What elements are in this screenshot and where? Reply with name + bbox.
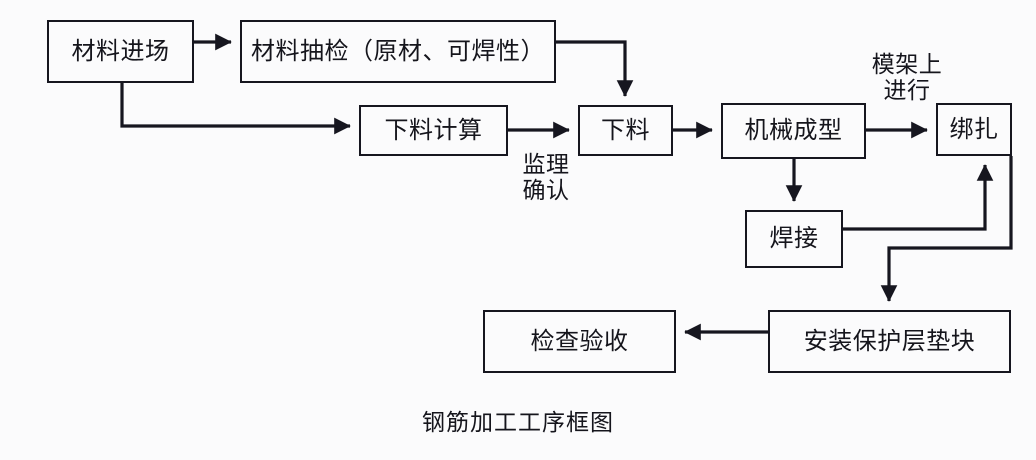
node-material-arrival[interactable]: 材料进场 [47, 20, 194, 83]
edge-welding-to-binding [843, 164, 994, 231]
edge-sampling-to-cutting [556, 40, 634, 97]
edge-arrival-to-cutcalc [120, 83, 351, 135]
node-label: 绑扎 [949, 115, 999, 143]
node-label: 焊接 [769, 225, 819, 253]
node-label: 材料进场 [71, 37, 170, 65]
node-label: 下料计算 [384, 116, 483, 144]
node-mechanical-forming[interactable]: 机械成型 [721, 103, 866, 159]
node-label: 下料 [601, 116, 650, 144]
node-label: 检查验收 [530, 327, 629, 355]
node-label: 机械成型 [744, 117, 843, 145]
edge-label-supervision-confirm: 监理 确认 [522, 151, 570, 203]
node-binding[interactable]: 绑扎 [936, 103, 1012, 156]
edge-binding-to-pads [880, 156, 1013, 302]
diagram-caption: 钢筋加工工序框图 [422, 409, 614, 435]
node-cut-calculation[interactable]: 下料计算 [359, 105, 508, 156]
node-cutting[interactable]: 下料 [578, 105, 673, 156]
node-material-sampling[interactable]: 材料抽检（原材、可焊性） [240, 20, 556, 83]
node-inspection[interactable]: 检查验收 [483, 310, 676, 373]
node-welding[interactable]: 焊接 [745, 210, 843, 268]
edge-label-on-formwork: 模架上 进行 [871, 51, 943, 103]
node-protective-pads[interactable]: 安装保护层垫块 [768, 310, 1011, 373]
node-label: 材料抽检（原材、可焊性） [251, 37, 545, 65]
node-label: 安装保护层垫块 [803, 327, 976, 355]
